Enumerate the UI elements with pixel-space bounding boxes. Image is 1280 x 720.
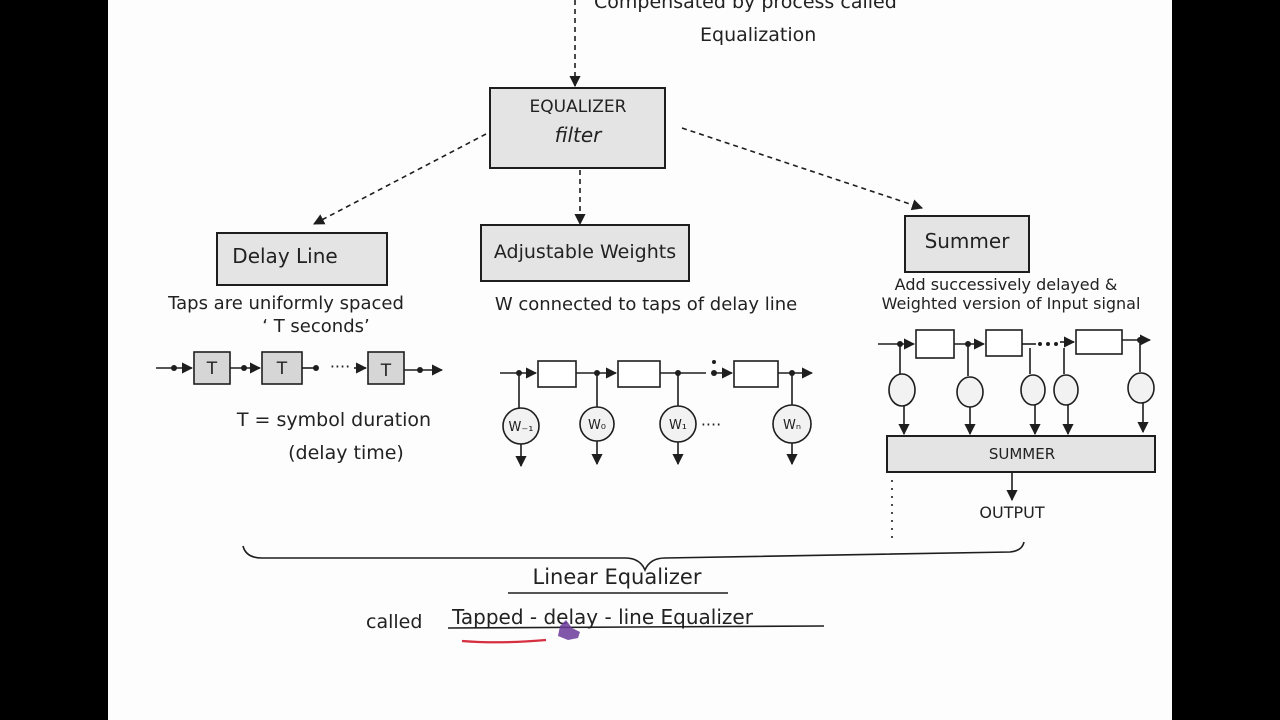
linear-equalizer-label: Linear Equalizer [533,565,702,589]
weights-box [480,224,690,282]
pen-cursor-icon [558,620,580,640]
summer-desc2: Weighted version of Input signal [882,294,1141,313]
summer-desc1: Add successively delayed & [895,275,1118,294]
weight-label-wm1: W₋₁ [509,420,534,435]
arrow-to-summer [681,127,924,211]
weights-chain [500,360,814,468]
tap-label-2: T [276,359,288,379]
equalizer-label: EQUALIZER [530,97,627,117]
summer-block-label: SUMMER [989,445,1055,463]
equalizer-diagram: Compensated by process called Equalizati… [156,0,1156,644]
tapped-underline [447,625,825,629]
tap-label-3: T [380,361,392,381]
tap-box-3 [367,351,405,385]
top-note-line2: Equalization [700,24,816,46]
delay-line-desc1: Taps are uniformly spaced [167,293,404,314]
weight-label-w1: W₁ [669,418,687,433]
delay-dots: ···· [330,357,350,376]
arrow-to-delay-line [313,133,487,225]
grouping-brace [242,541,1025,573]
tap-box-1 [193,351,231,385]
weight-label-wn: Wₙ [783,418,801,433]
red-underline [461,638,547,644]
weights-dots: ···· [701,415,721,434]
equalizer-box [489,87,666,169]
weights-desc: W connected to taps of delay line [495,294,797,315]
weights-title: Adjustable Weights [494,241,676,263]
delay-line-chain: ···· [156,351,444,385]
delay-line-title: Delay Line [232,244,337,268]
top-note-line1: Compensated by process called [594,0,897,13]
delay-line-box [216,232,388,286]
summer-block [886,435,1156,473]
tap-box-2 [261,351,303,385]
notebook-page: Compensated by process called Equalizati… [108,0,1172,720]
weight-label-w0: W₀ [588,418,606,433]
summer-box [904,215,1030,273]
called-label: called [366,611,422,633]
symbol-duration-def: T = symbol duration [236,409,431,431]
summer-chain [878,329,1155,436]
output-label: OUTPUT [979,503,1044,522]
delay-line-desc2: ‘ T seconds’ [262,316,369,337]
tap-label-1: T [206,359,218,379]
delay-time-def: (delay time) [288,442,404,464]
tapped-delay-line-label: Tapped - delay - line Equalizer [451,605,754,629]
filter-label: filter [555,123,604,147]
summer-title: Summer [925,229,1011,253]
